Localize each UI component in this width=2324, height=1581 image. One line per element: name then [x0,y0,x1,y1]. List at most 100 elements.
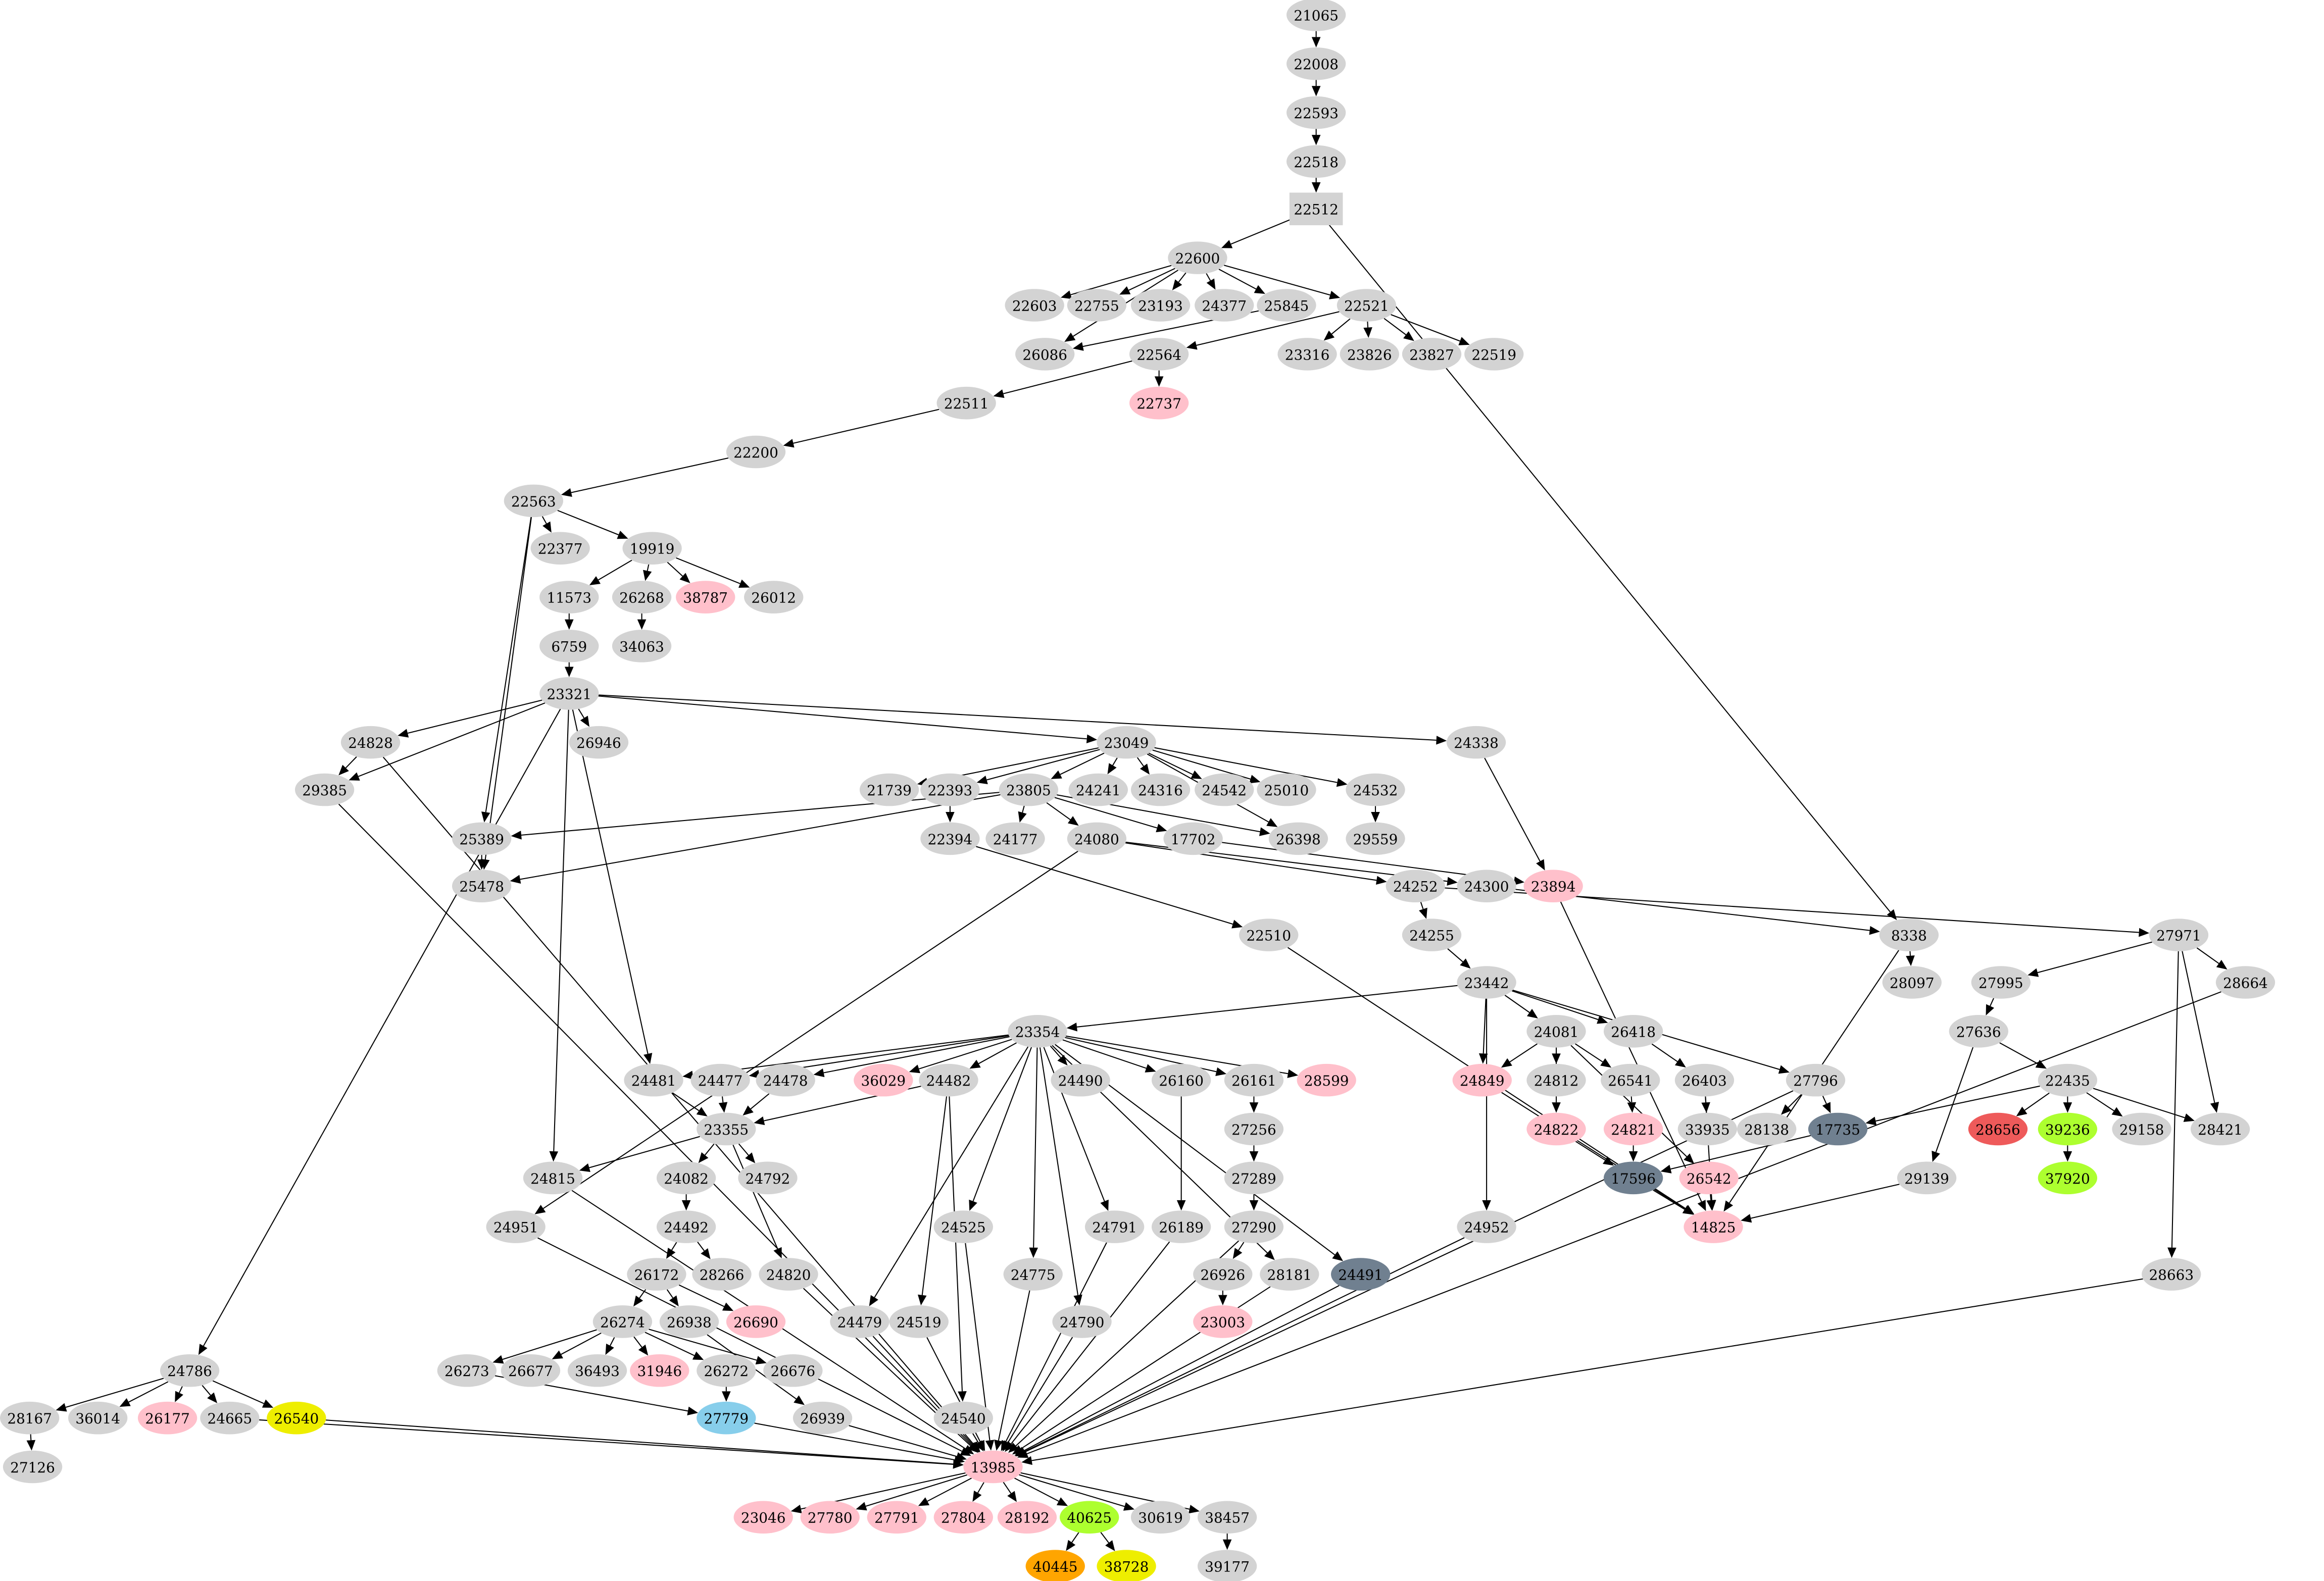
graph-node[interactable]: 33935 [1677,1112,1738,1146]
graph-node[interactable]: 28663 [2142,1258,2201,1291]
graph-node[interactable]: 40445 [1025,1550,1085,1581]
graph-node[interactable]: 26274 [592,1305,653,1338]
graph-node[interactable]: 24812 [1526,1063,1586,1097]
graph-node[interactable]: 24952 [1457,1210,1516,1243]
graph-node[interactable]: 26946 [569,726,629,759]
graph-node[interactable]: 26690 [726,1305,786,1338]
graph-node[interactable]: 22600 [1168,241,1227,274]
graph-node[interactable]: 22394 [920,822,980,855]
graph-node[interactable]: 22755 [1067,289,1127,322]
graph-node[interactable]: 26542 [1679,1161,1739,1195]
graph-node[interactable]: 23046 [733,1501,793,1534]
graph-node[interactable]: 27636 [1949,1015,2008,1048]
graph-node[interactable]: 22512 [1289,192,1343,226]
graph-node[interactable]: 24775 [1003,1258,1063,1291]
graph-node[interactable]: 24820 [759,1258,818,1291]
graph-node[interactable]: 26086 [1015,338,1075,371]
graph-node[interactable]: 28664 [2215,966,2276,999]
graph-node[interactable]: 14825 [1684,1210,1743,1243]
graph-node[interactable]: 34063 [612,630,672,662]
graph-node[interactable]: 24479 [830,1305,889,1338]
graph-node[interactable]: 22521 [1337,289,1397,322]
graph-node[interactable]: 19919 [622,532,682,565]
graph-node[interactable]: 17735 [1808,1112,1868,1146]
graph-node[interactable]: 23316 [1277,338,1337,371]
graph-node[interactable]: 24951 [486,1210,546,1243]
graph-node[interactable]: 17596 [1603,1161,1663,1195]
graph-node[interactable]: 27126 [3,1450,63,1484]
graph-node[interactable]: 22564 [1129,338,1189,371]
graph-node[interactable]: 27971 [2149,919,2209,951]
graph-node[interactable]: 27791 [867,1501,926,1534]
graph-node[interactable]: 22563 [504,484,564,518]
graph-node[interactable]: 24828 [340,726,401,759]
graph-node[interactable]: 29385 [294,773,355,806]
graph-node[interactable]: 28599 [1297,1063,1356,1097]
graph-node[interactable]: 29139 [1897,1161,1957,1195]
graph-node[interactable]: 24532 [1346,773,1405,806]
graph-node[interactable]: 24177 [985,822,1045,855]
graph-node[interactable]: 24791 [1084,1210,1145,1243]
graph-node[interactable]: 31946 [630,1354,689,1387]
graph-node[interactable]: 22518 [1286,145,1346,178]
graph-node[interactable]: 27256 [1224,1112,1284,1146]
graph-node[interactable]: 24478 [756,1063,815,1097]
graph-node[interactable]: 25478 [452,870,512,903]
graph-node[interactable]: 25010 [1257,773,1316,806]
graph-node[interactable]: 24786 [160,1354,220,1387]
graph-node[interactable]: 24316 [1130,773,1191,806]
graph-node[interactable]: 28181 [1260,1258,1319,1291]
graph-node[interactable]: 26398 [1268,822,1328,855]
graph-node[interactable]: 30619 [1130,1501,1191,1534]
graph-node[interactable]: 24081 [1526,1015,1586,1048]
graph-node[interactable]: 23805 [999,773,1059,806]
graph-node[interactable]: 28138 [1737,1112,1797,1146]
graph-node[interactable]: 27780 [800,1501,860,1534]
graph-node[interactable]: 22593 [1286,96,1346,129]
graph-node[interactable]: 24815 [523,1161,583,1195]
graph-node[interactable]: 24255 [1402,919,1462,951]
graph-node[interactable]: 38787 [676,581,735,614]
graph-node[interactable]: 27995 [1971,966,2031,999]
graph-node[interactable]: 23355 [697,1112,756,1146]
graph-node[interactable]: 22511 [936,386,996,420]
graph-node[interactable]: 22393 [920,773,980,806]
graph-node[interactable]: 23354 [1008,1015,1067,1048]
graph-node[interactable]: 24492 [656,1210,716,1243]
graph-node[interactable]: 24821 [1603,1112,1663,1146]
graph-node[interactable]: 28192 [997,1501,1057,1534]
graph-node[interactable]: 8338 [1879,919,1939,951]
graph-node[interactable]: 24849 [1452,1063,1512,1097]
graph-node[interactable]: 24338 [1446,726,1506,759]
graph-node[interactable]: 27796 [1786,1063,1846,1097]
graph-node[interactable]: 26268 [612,581,672,614]
graph-node[interactable]: 22435 [2038,1063,2098,1097]
graph-node[interactable]: 36014 [68,1401,128,1435]
graph-node[interactable]: 27804 [933,1501,993,1534]
graph-node[interactable]: 24481 [624,1063,683,1097]
graph-node[interactable]: 26541 [1601,1063,1660,1097]
graph-node[interactable]: 26177 [137,1401,197,1435]
graph-node[interactable]: 25389 [452,822,512,855]
graph-node[interactable]: 23321 [539,677,599,710]
graph-node[interactable]: 26172 [627,1258,686,1291]
graph-node[interactable]: 38728 [1097,1550,1156,1581]
graph-node[interactable]: 23827 [1402,338,1462,371]
graph-node[interactable]: 26189 [1151,1210,1211,1243]
graph-node[interactable]: 22519 [1464,338,1524,371]
graph-node[interactable]: 26012 [744,581,804,614]
graph-node[interactable]: 23826 [1340,338,1399,371]
graph-node[interactable]: 24490 [1051,1063,1110,1097]
graph-node[interactable]: 22603 [1005,289,1064,322]
graph-node[interactable]: 24491 [1331,1258,1391,1291]
graph-node[interactable]: 6759 [539,630,599,662]
graph-node[interactable]: 26939 [793,1401,853,1435]
graph-node[interactable]: 24665 [200,1401,260,1435]
graph-node[interactable]: 24482 [919,1063,978,1097]
graph-node[interactable]: 13985 [963,1450,1023,1484]
graph-node[interactable]: 28266 [692,1258,752,1291]
graph-node[interactable]: 24519 [889,1305,949,1338]
graph-node[interactable]: 21739 [859,773,919,806]
graph-node[interactable]: 26161 [1224,1063,1284,1097]
graph-node[interactable]: 24300 [1457,870,1516,903]
